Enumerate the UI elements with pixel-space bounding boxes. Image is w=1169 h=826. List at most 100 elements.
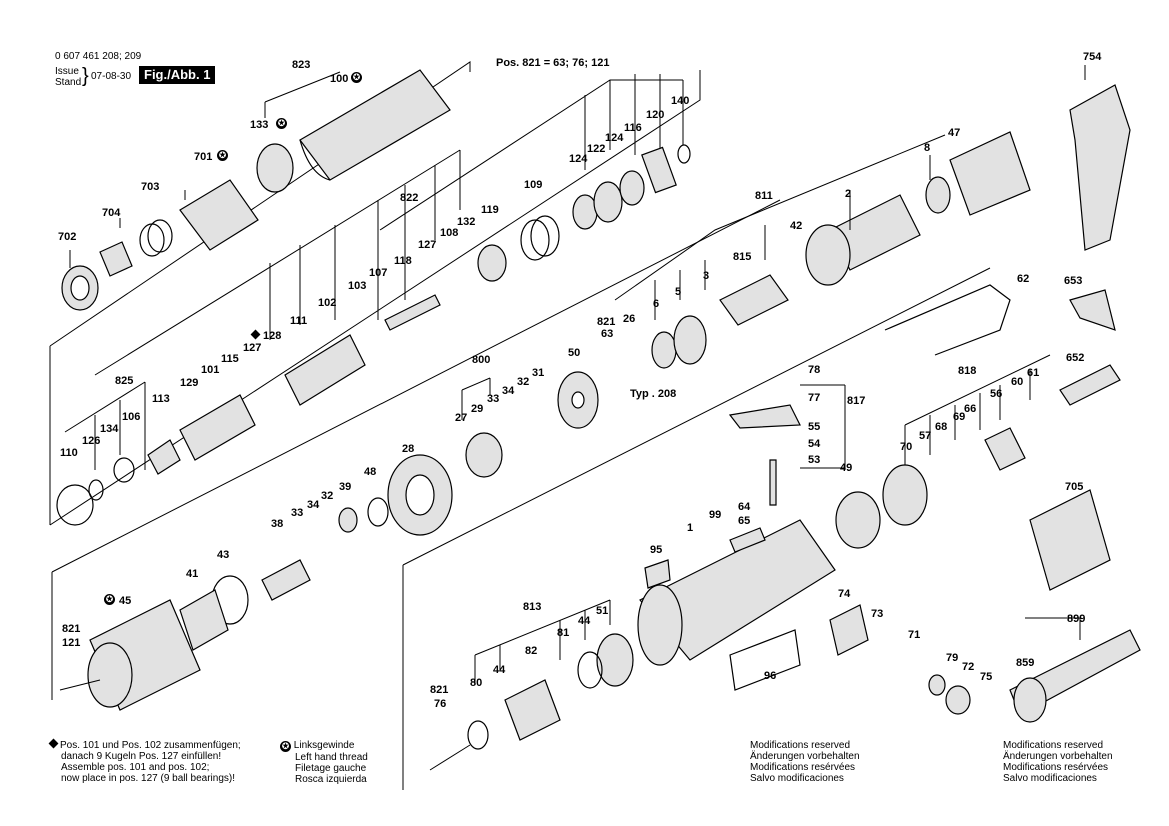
part-99-label (729, 527, 766, 553)
part-labels: 823 100 133 701 703 704 702 822 127 108 … (58, 51, 1102, 710)
part-label: 78 (808, 364, 820, 376)
part-label: 124 (605, 132, 624, 144)
pos-821-note: Pos. 821 = 63; 76; 121 (496, 57, 610, 69)
part-label: 110 (60, 447, 78, 459)
left-hand-thread-line: Rosca izquierda (295, 774, 367, 785)
part-label: 34 (502, 385, 515, 397)
part-label: 800 (472, 354, 490, 366)
part-label: 652 (1066, 352, 1084, 364)
left-hand-thread-line: Linksgewinde (293, 740, 355, 751)
part-754-handle (1069, 84, 1131, 251)
part-label: 38 (271, 518, 283, 530)
assembly-note-line: danach 9 Kugeln Pos. 127 einfüllen! (61, 751, 222, 762)
part-51-ring (596, 633, 634, 687)
part-label: 817 (847, 395, 865, 407)
part-95-plate (644, 559, 671, 589)
part-label: 127 (243, 342, 261, 354)
part-73-valve (829, 604, 869, 656)
part-82-valve (504, 679, 561, 741)
part-label: 133 (250, 119, 268, 131)
part-label: 47 (948, 127, 960, 139)
part-653-clip (1069, 289, 1116, 331)
part-label: 61 (1027, 367, 1039, 379)
assembly-note-line: now place in pos. 127 (9 ball bearings)! (61, 773, 235, 784)
part-label: 55 (808, 421, 820, 433)
part-label: 821 (62, 623, 80, 635)
part-label: 73 (871, 608, 883, 620)
part-102-cage (284, 334, 366, 406)
part-label: 50 (568, 347, 580, 359)
part-80-disc (467, 720, 489, 750)
part-label: 132 (457, 216, 475, 228)
part-label: 64 (738, 501, 751, 513)
part-label: 8 (924, 142, 930, 154)
part-label: 70 (900, 441, 912, 453)
part-38-planet-carrier (261, 559, 311, 601)
part-label: 109 (524, 179, 542, 191)
part-label: 822 (400, 192, 418, 204)
part-label: 124 (569, 153, 588, 165)
part-39-gear (338, 507, 358, 533)
part-label: 63 (601, 328, 613, 340)
part-41-collar (179, 589, 229, 651)
part-label: 116 (624, 122, 642, 134)
part-113-collar (147, 439, 181, 475)
part-label: 39 (339, 481, 351, 493)
part-label: 95 (650, 544, 662, 556)
document-number: 0 607 461 208; 209 (55, 51, 142, 62)
part-label: 33 (291, 507, 303, 519)
part-109-spring (520, 219, 550, 261)
part-label: 111 (290, 315, 307, 327)
part-label: 56 (990, 388, 1002, 400)
part-label: 5 (675, 286, 681, 298)
part-label: 27 (455, 412, 467, 424)
part-label: 54 (808, 438, 821, 450)
part-label: 128 (263, 330, 281, 342)
modifications-line: Modifications resérvées (1003, 762, 1109, 773)
left-hand-thread-star-icon: ✪ (351, 72, 362, 83)
left-hand-thread-line: Filetage gauche (295, 763, 367, 774)
part-42-gear (805, 224, 851, 286)
part-56-valve (984, 427, 1026, 471)
part-96-label (729, 629, 801, 691)
part-label: 79 (946, 652, 958, 664)
parts-drawings (56, 69, 1141, 750)
part-101-spindle (179, 394, 256, 461)
part-label: 82 (525, 645, 537, 657)
part-label: 754 (1083, 51, 1102, 63)
part-label: 121 (62, 637, 80, 649)
part-label: 99 (709, 509, 721, 521)
part-label: 43 (217, 549, 229, 561)
part-label: 702 (58, 231, 76, 243)
part-118-pin (384, 294, 441, 331)
part-label: 6 (653, 298, 659, 310)
part-50r-disc (882, 464, 928, 526)
part-140-ring (677, 144, 691, 164)
part-label: 71 (908, 629, 920, 641)
part-label: 33 (487, 393, 499, 405)
part-label: 66 (964, 403, 976, 415)
modifications-note: Modifications reserved Änderungen vorbeh… (750, 740, 860, 784)
part-label: 42 (790, 220, 802, 232)
part-label: 53 (808, 454, 820, 466)
part-label: 65 (738, 515, 750, 527)
part-27-carrier (465, 432, 503, 478)
issue-label: Issue (55, 66, 79, 77)
part-75-nut (945, 685, 971, 715)
part-label: 122 (587, 143, 605, 155)
part-label: 96 (764, 670, 776, 682)
assembly-note-line: Assemble pos. 101 and pos. 102; (61, 762, 210, 773)
part-label: 31 (532, 367, 544, 379)
part-label: 60 (1011, 376, 1023, 388)
part-120-plate (641, 146, 677, 194)
part-label: 113 (152, 393, 170, 405)
left-hand-thread-star-icon: ✪ (276, 118, 287, 129)
part-label: 119 (481, 204, 499, 216)
part-label: 57 (919, 430, 931, 442)
part-label: 140 (671, 95, 689, 107)
frame-lower-left (51, 199, 781, 700)
part-110-circlip (56, 484, 94, 526)
part-label: 129 (180, 377, 198, 389)
frame-upper (49, 61, 701, 526)
